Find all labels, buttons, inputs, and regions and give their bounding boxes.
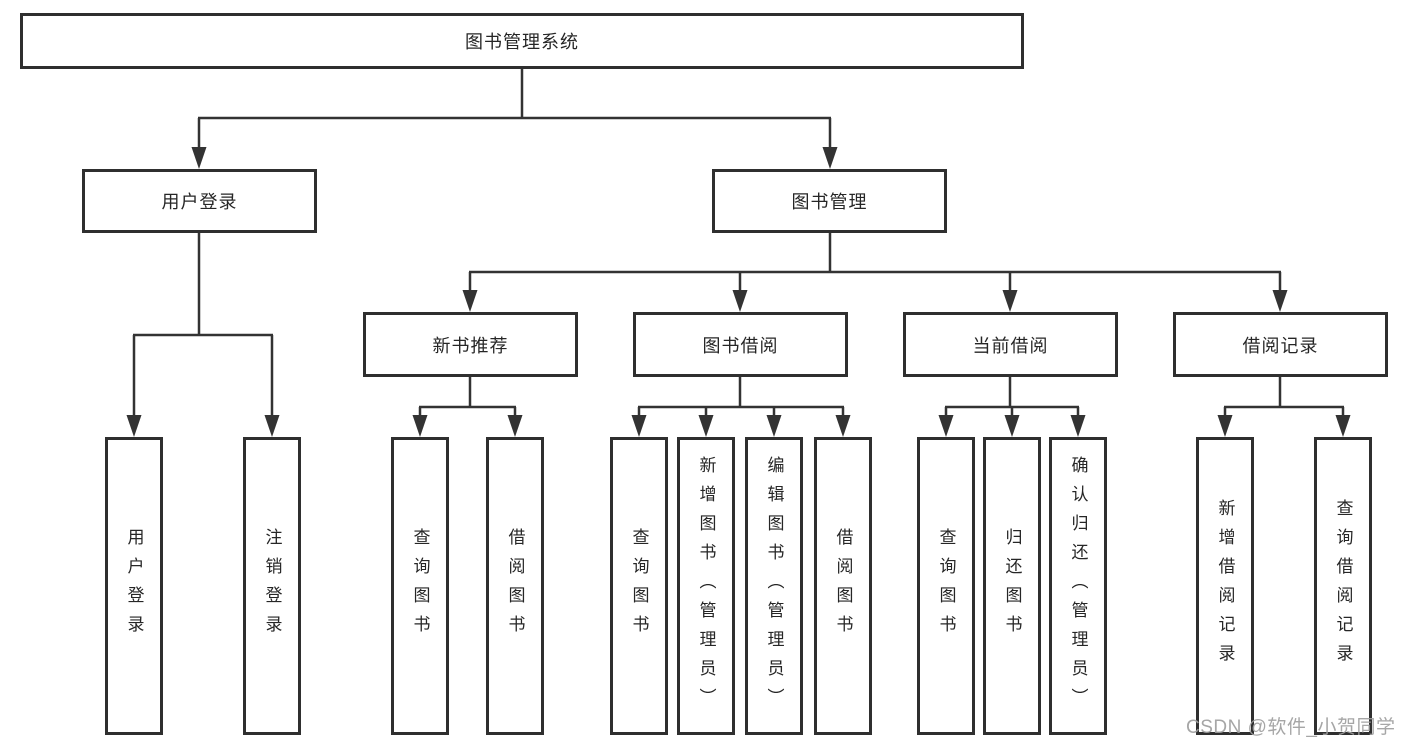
- arrowhead-down: [631, 415, 647, 437]
- arrowhead-down: [1004, 415, 1020, 437]
- leaf-label: 查询借阅记录: [1333, 499, 1353, 673]
- node-book-borrowing: 图书借阅: [633, 312, 848, 377]
- leaf-label: 新增借阅记录: [1215, 499, 1235, 673]
- leaf-label: 用户登录: [124, 528, 144, 644]
- node-label: 用户登录: [161, 192, 238, 212]
- arrowhead-down: [462, 290, 478, 312]
- leaf-user-login: 用户登录: [105, 437, 163, 735]
- node-label: 新书推荐: [432, 335, 509, 356]
- arrowhead-down: [822, 147, 838, 169]
- leaf-label: 查询图书: [629, 528, 649, 644]
- arrowhead-down: [766, 415, 782, 437]
- leaf-add-borrow-record: 新增借阅记录: [1196, 437, 1254, 735]
- leaf-borrow-books-recommend: 借阅图书: [486, 437, 544, 735]
- leaf-label: 查询图书: [936, 528, 956, 644]
- leaf-query-books-current: 查询图书: [917, 437, 975, 735]
- leaf-label: 查询图书: [410, 528, 430, 644]
- node-label: 图书借阅: [702, 335, 779, 356]
- node-label: 当前借阅: [972, 335, 1049, 356]
- leaf-edit-books-admin: 编辑图书（管理员）: [745, 437, 803, 735]
- leaf-add-books-admin: 新增图书（管理员）: [677, 437, 735, 735]
- node-current-borrowing: 当前借阅: [903, 312, 1118, 377]
- csdn-watermark: CSDN @软件_小贺同学: [1186, 717, 1396, 738]
- node-new-book-recommendation: 新书推荐: [363, 312, 578, 377]
- node-library-management-system: 图书管理系统: [20, 13, 1024, 69]
- node-book-management: 图书管理: [712, 169, 947, 233]
- leaf-label: 编辑图书（管理员）: [764, 455, 784, 717]
- leaf-label: 新增图书（管理员）: [696, 455, 716, 717]
- leaf-query-borrow-record: 查询借阅记录: [1314, 437, 1372, 735]
- arrowhead-down: [1217, 415, 1233, 437]
- arrowhead-down: [1335, 415, 1351, 437]
- arrowhead-down: [1070, 415, 1086, 437]
- arrowhead-down: [126, 415, 142, 437]
- node-label: 图书管理系统: [465, 32, 579, 52]
- leaf-query-books-borrowing: 查询图书: [610, 437, 668, 735]
- arrowhead-down: [412, 415, 428, 437]
- arrowhead-down: [938, 415, 954, 437]
- node-label: 借阅记录: [1242, 335, 1319, 356]
- arrowhead-down: [835, 415, 851, 437]
- leaf-borrow-books-borrowing: 借阅图书: [814, 437, 872, 735]
- arrowhead-down: [1002, 290, 1018, 312]
- arrowhead-down: [732, 290, 748, 312]
- node-label: 图书管理: [791, 192, 868, 212]
- leaf-confirm-return-admin: 确认归还（管理员）: [1049, 437, 1107, 735]
- leaf-label: 借阅图书: [505, 528, 525, 644]
- arrowhead-down: [191, 147, 207, 169]
- leaf-logout: 注销登录: [243, 437, 301, 735]
- arrowhead-down: [264, 415, 280, 437]
- leaf-label: 借阅图书: [833, 528, 853, 644]
- leaf-label: 确认归还（管理员）: [1068, 455, 1088, 717]
- arrowhead-down: [698, 415, 714, 437]
- leaf-label: 注销登录: [262, 528, 282, 644]
- node-borrowing-records: 借阅记录: [1173, 312, 1388, 377]
- leaf-label: 归还图书: [1002, 528, 1022, 644]
- leaf-return-books: 归还图书: [983, 437, 1041, 735]
- node-user-login: 用户登录: [82, 169, 317, 233]
- arrowhead-down: [507, 415, 523, 437]
- arrowhead-down: [1272, 290, 1288, 312]
- leaf-query-books-recommend: 查询图书: [391, 437, 449, 735]
